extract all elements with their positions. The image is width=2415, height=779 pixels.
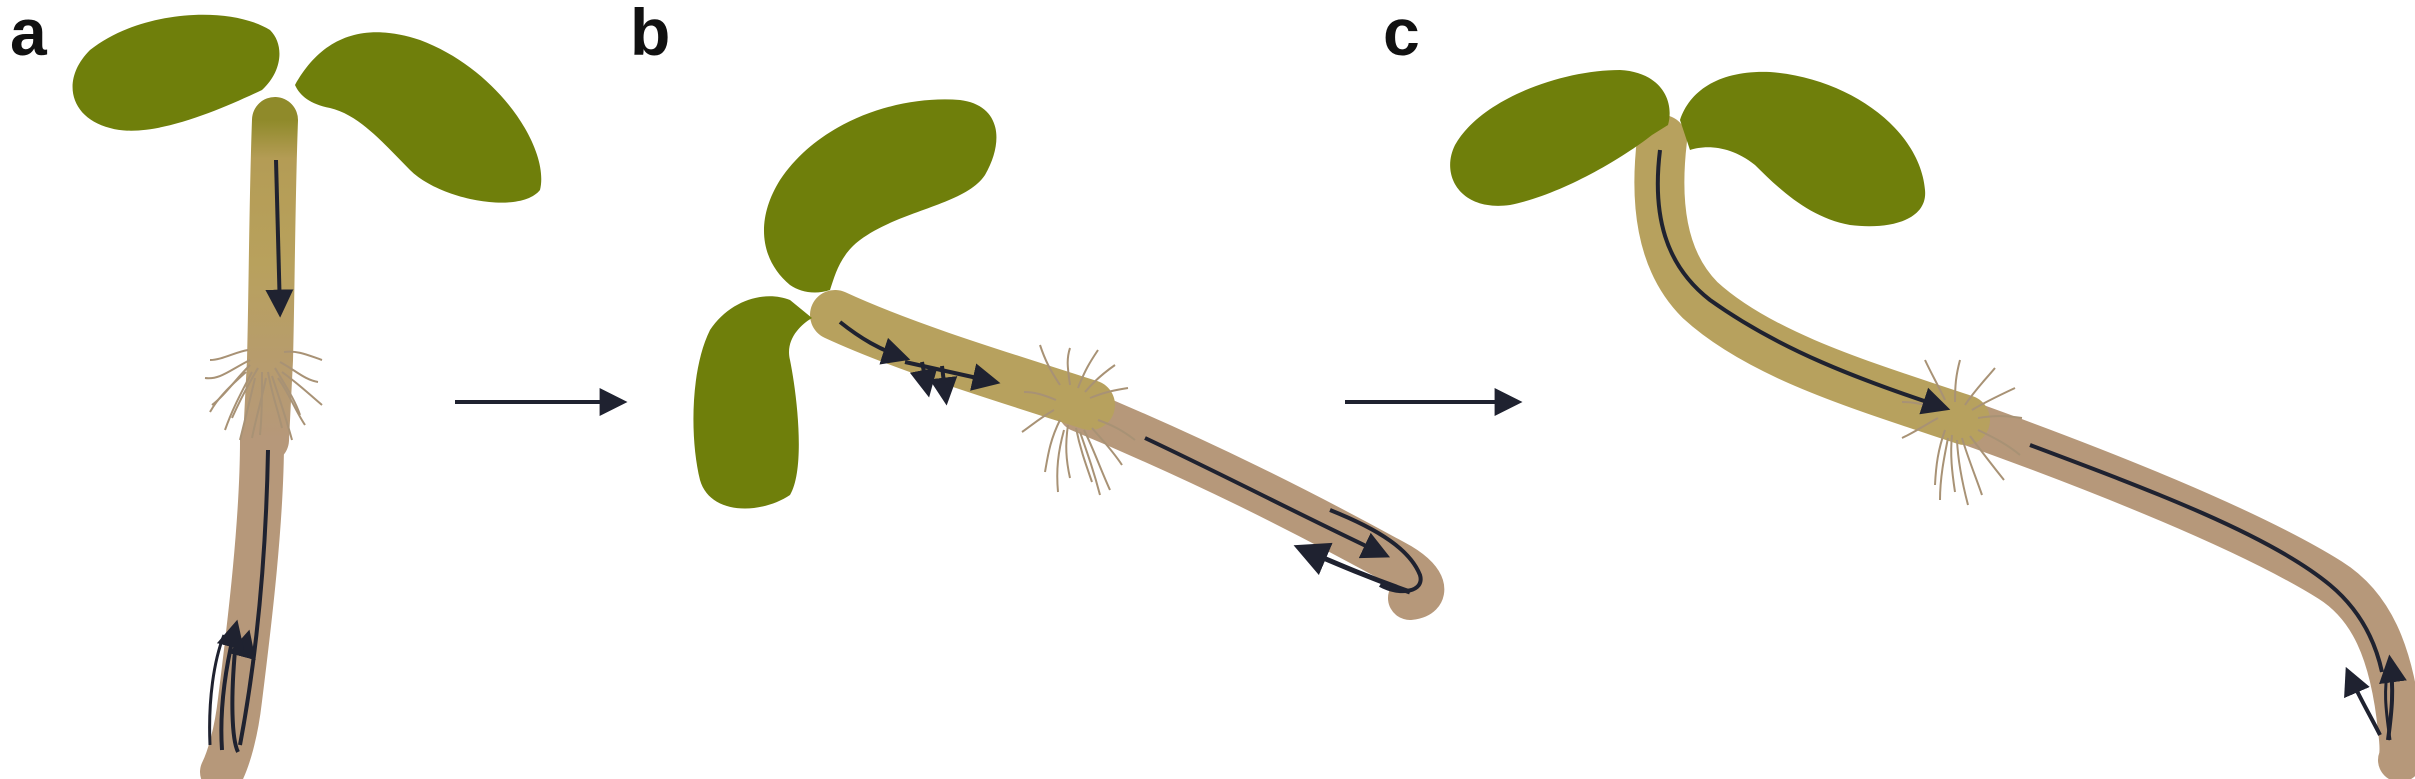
- root-hairs-a: [204, 349, 323, 441]
- arrow-root-inner-c: [2384, 667, 2392, 741]
- cotyledon-left-c: [1450, 70, 1670, 206]
- arrow-hypocotyl-b: [838, 320, 911, 365]
- arrow-root-left2-a: [208, 634, 226, 746]
- arrow-down1-b: [909, 361, 938, 398]
- arrow-root-return-b: [1293, 542, 1411, 595]
- arrow-hypocotyl-c: [1655, 149, 1951, 415]
- root-a: [200, 418, 284, 779]
- arrow-root-left-a: [216, 619, 245, 751]
- panel-label-c: c: [1383, 0, 1420, 69]
- panel-c: c: [1383, 0, 2415, 779]
- cotyledon-bottom-b: [693, 296, 812, 509]
- cotyledon-right-c: [1680, 71, 1926, 227]
- panel-b: b: [630, 0, 1445, 620]
- arrow-root-b: [1144, 436, 1391, 559]
- cotyledon-right-a: [295, 32, 542, 203]
- arrow-down-hypocotyl-a: [265, 159, 294, 318]
- panel-a: a: [10, 0, 542, 779]
- hypocotyl-a: [243, 97, 298, 463]
- arrow-root-outer-a: [238, 449, 270, 746]
- arrow-root-c: [2029, 443, 2384, 673]
- cotyledon-top-b: [763, 99, 997, 293]
- panel-label-b: b: [630, 0, 670, 69]
- cotyledon-left-a: [72, 14, 280, 131]
- arrow-root-side-c: [2344, 666, 2382, 736]
- root-hairs-b: [1021, 344, 1136, 496]
- arrow-down2-b: [929, 365, 958, 406]
- panel-label-a: a: [10, 0, 48, 69]
- hypocotyl-b: [810, 290, 1115, 430]
- arrow-hypocotyl2-b: [904, 360, 1001, 391]
